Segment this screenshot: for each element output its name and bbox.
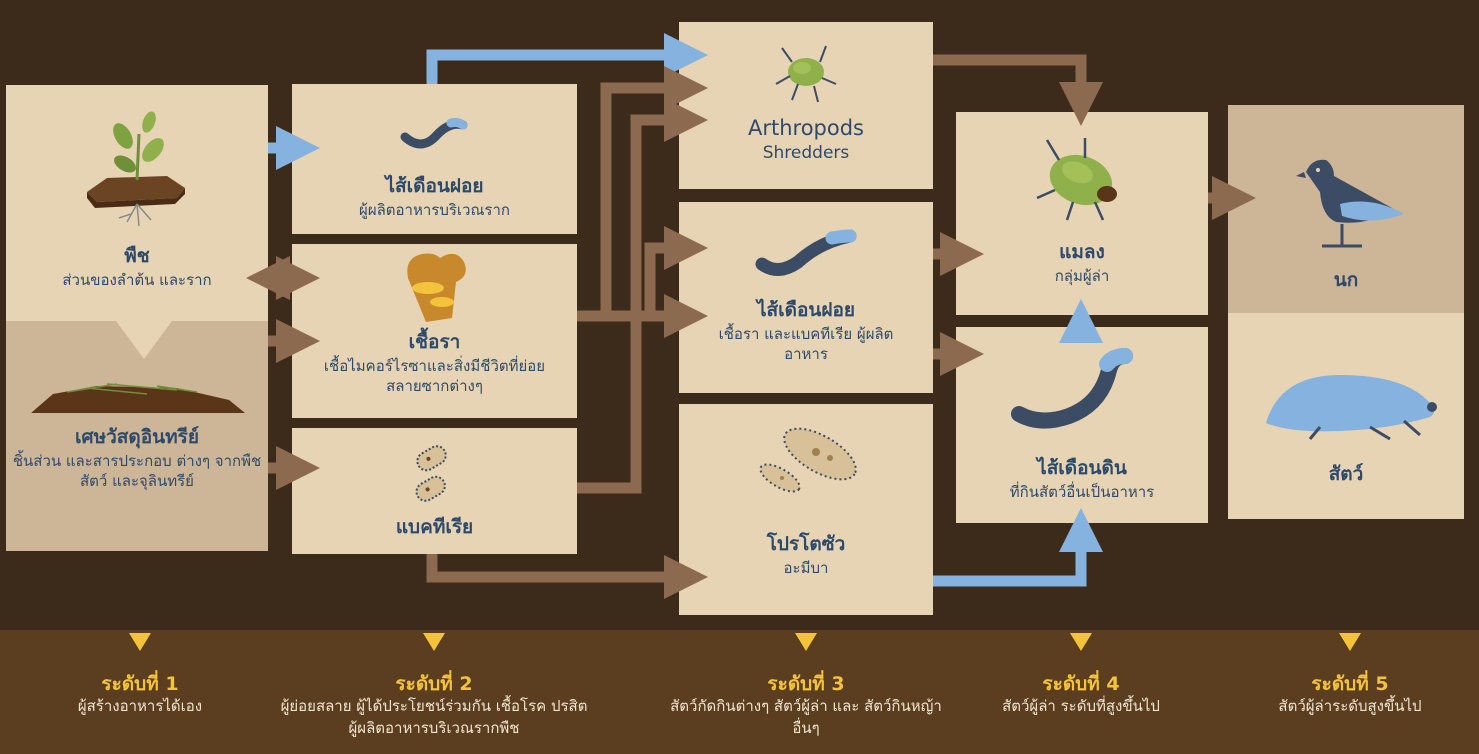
earthworm-desc: ที่กินสัตว์อื่นเป็นอาหาร [956,482,1208,502]
plant-desc: ส่วนของลำต้น และราก [6,270,268,290]
nematode-fb-desc: เชื้อรา และแบคทีเรีย ผู้ผลิต อาหาร [695,324,917,365]
level-3-desc: สัตว์กัดกินต่างๆ สัตว์ผู้ล่า และ สัตว์กิ… [664,696,948,740]
arrow-arthropods-insects [933,60,1081,104]
bird-title: นก [1228,268,1464,294]
level-4: ระดับที่ 4 สัตว์ผู้ล่า ระดับที่สูงขึ้นไป [962,630,1200,718]
bacteria-icon [400,443,462,504]
animal-title: สัตว์ [1228,462,1464,488]
insects-icon [1037,138,1119,220]
nematode-icon [405,122,463,144]
nematode-root-desc: ผู้ผลิตอาหารบริเวณราก [292,200,577,220]
arthropods-title: Arthropods [679,114,933,142]
level-3-title: ระดับที่ 3 [664,673,948,696]
insects-label: แมลง กลุ่มผู้ล่า [956,240,1208,286]
nematode-fb-icon [762,236,850,270]
bacteria-title: แบคทีเรีย [292,515,577,541]
level-3: ระดับที่ 3 สัตว์กัดกินต่างๆ สัตว์ผู้ล่า … [664,630,948,739]
trophic-levels-footer: ระดับที่ 1 ผู้สร้างอาหารได้เอง ระดับที่ … [0,630,1479,754]
level-5-title: ระดับที่ 5 [1232,673,1468,696]
level-2-title: ระดับที่ 2 [274,673,594,696]
protozoa-icon [756,418,863,496]
arthropods-desc: Shredders [679,142,933,165]
bird-icon [1296,160,1404,246]
fungi-title: เชื้อรา [306,330,563,356]
level-4-marker [1070,633,1092,651]
level-1-desc: ผู้สร้างอาหารได้เอง [20,696,260,718]
fungi-icon [407,254,466,323]
earthworm-title: ไส้เดือนดิน [956,456,1208,482]
nematode-fb-title: ไส้เดือนฝอย [695,298,917,324]
level-5: ระดับที่ 5 สัตว์ผู้ล่าระดับสูงขึ้นไป [1232,630,1468,718]
insects-desc: กลุ่มผู้ล่า [956,266,1208,286]
arthropods-label: Arthropods Shredders [679,114,933,165]
animal-label: สัตว์ [1228,462,1464,488]
plant-title: พืช [6,244,268,270]
level-5-desc: สัตว์ผู้ล่าระดับสูงขึ้นไป [1232,696,1468,718]
level-4-title: ระดับที่ 4 [962,673,1200,696]
level-3-marker [795,633,817,651]
level-2-marker [423,633,445,651]
level-5-marker [1339,633,1361,651]
level-4-desc: สัตว์ผู้ล่า ระดับที่สูงขึ้นไป [962,696,1200,718]
level-1-title: ระดับที่ 1 [20,673,260,696]
fungi-desc: เชื้อไมคอร์ไรซาและสิ่งมีชีวิตที่ย่อย สลา… [306,356,563,397]
level-2-desc: ผู้ย่อยสลาย ผู้ได้ประโยชน์ร่วมกัน เชื้อโ… [274,696,594,740]
plant-icon [87,110,185,226]
bacteria-label: แบคทีเรีย [292,515,577,541]
protozoa-desc: อะมีบา [679,558,933,578]
protozoa-label: โปรโตซัว อะมีบา [679,532,933,578]
mole-icon [1266,375,1437,439]
level-1: ระดับที่ 1 ผู้สร้างอาหารได้เอง [20,630,260,718]
nematode-fb-label: ไส้เดือนฝอย เชื้อรา และแบคทีเรีย ผู้ผลิต… [695,298,917,364]
bird-label: นก [1228,268,1464,294]
earthworm-label: ไส้เดือนดิน ที่กินสัตว์อื่นเป็นอาหาร [956,456,1208,502]
arrow-bacteria-protozoa [432,554,686,577]
arrow-protozoa-earthworm [933,530,1081,581]
nematode-root-label: ไส้เดือนฝอย ผู้ผลิตอาหารบริเวณราก [292,174,577,220]
organic-label: เศษวัสดุอินทรีย์ ชิ้นส่วน และสารประกอบ ต… [10,425,264,491]
fungi-label: เชื้อรา เชื้อไมคอร์ไรซาและสิ่งมีชีวิตที่… [306,330,563,396]
insects-title: แมลง [956,240,1208,266]
level-1-marker [129,633,151,651]
arrow-fungi-arth2 [650,248,686,316]
organic-desc: ชิ้นส่วน และสารประกอบ ต่างๆ จากพืช สัตว์… [10,451,264,492]
earthworm-icon [1019,356,1125,421]
plant-label: พืช ส่วนของลำต้น และราก [6,244,268,290]
nematode-root-title: ไส้เดือนฝอย [292,174,577,200]
organic-title: เศษวัสดุอินทรีย์ [10,425,264,451]
organic-matter-icon [31,384,245,413]
level-2: ระดับที่ 2 ผู้ย่อยสลาย ผู้ได้ประโยชน์ร่ว… [274,630,594,739]
protozoa-title: โปรโตซัว [679,532,933,558]
arrow-bacteria-arthropods [577,120,686,488]
arrow-nematode-arthropods [432,55,686,84]
beetle-icon [776,46,836,102]
